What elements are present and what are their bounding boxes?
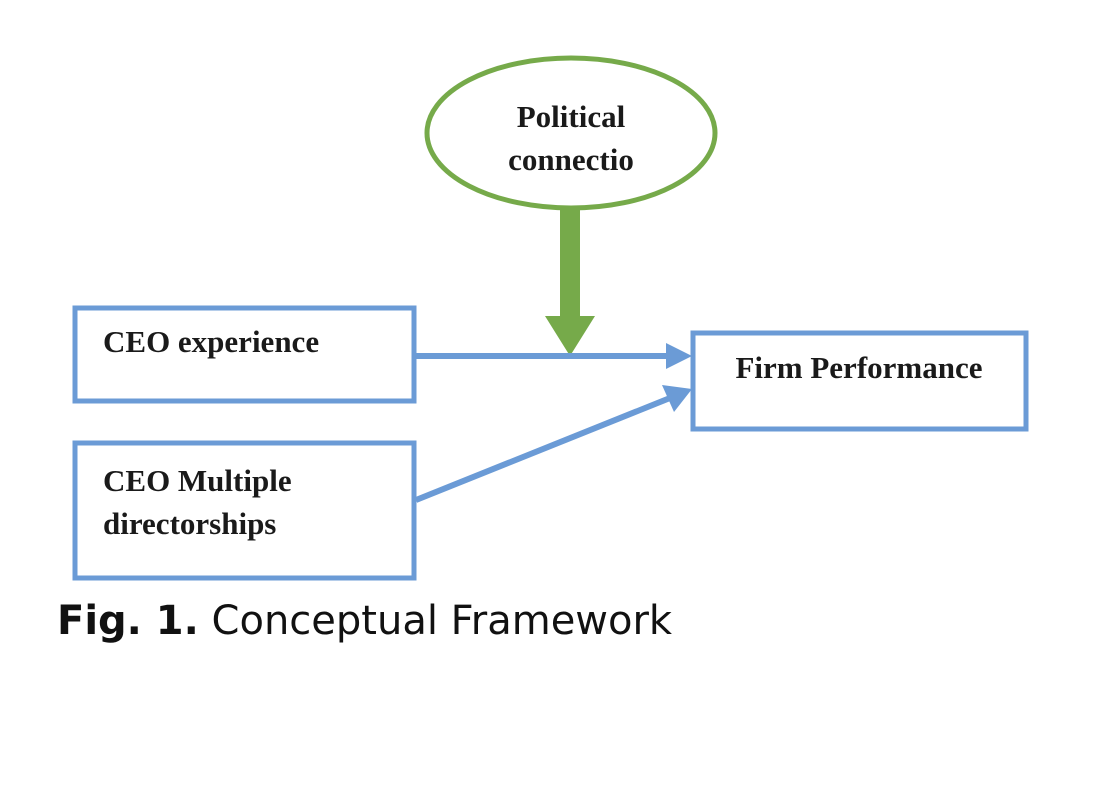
figure-number: Fig. 1. — [57, 598, 199, 644]
moderating-arrow-shaft — [560, 208, 580, 320]
moderating-arrow-head — [545, 316, 595, 356]
ceo-multiple-directorships-label-line2: directorships — [103, 506, 276, 541]
ceo-experience-label: CEO experience — [103, 324, 319, 359]
political-connection-label-line1: Political — [517, 99, 626, 134]
firm-performance-label: Firm Performance — [735, 350, 982, 385]
ceo-multiple-directorships-box — [72, 440, 417, 581]
figure-caption: Fig. 1. Conceptual Framework — [57, 598, 672, 644]
directorships-to-performance-arrow — [414, 385, 692, 503]
ceo-experience-box — [72, 305, 417, 404]
moderating-arrow — [545, 208, 595, 356]
firm-performance-box — [690, 330, 1029, 432]
ceo-multiple-directorships-node: CEO Multiple directorships — [72, 440, 417, 581]
experience-to-performance-arrow — [416, 343, 692, 369]
ceo-experience-node: CEO experience — [72, 305, 417, 404]
figure-title: Conceptual Framework — [211, 598, 673, 644]
firm-performance-node: Firm Performance — [690, 330, 1029, 432]
political-connection-node: Political connectio — [424, 55, 718, 211]
ceo-multiple-directorships-label-line1: CEO Multiple — [103, 463, 292, 498]
political-connection-label-line2: connectio — [508, 142, 634, 177]
